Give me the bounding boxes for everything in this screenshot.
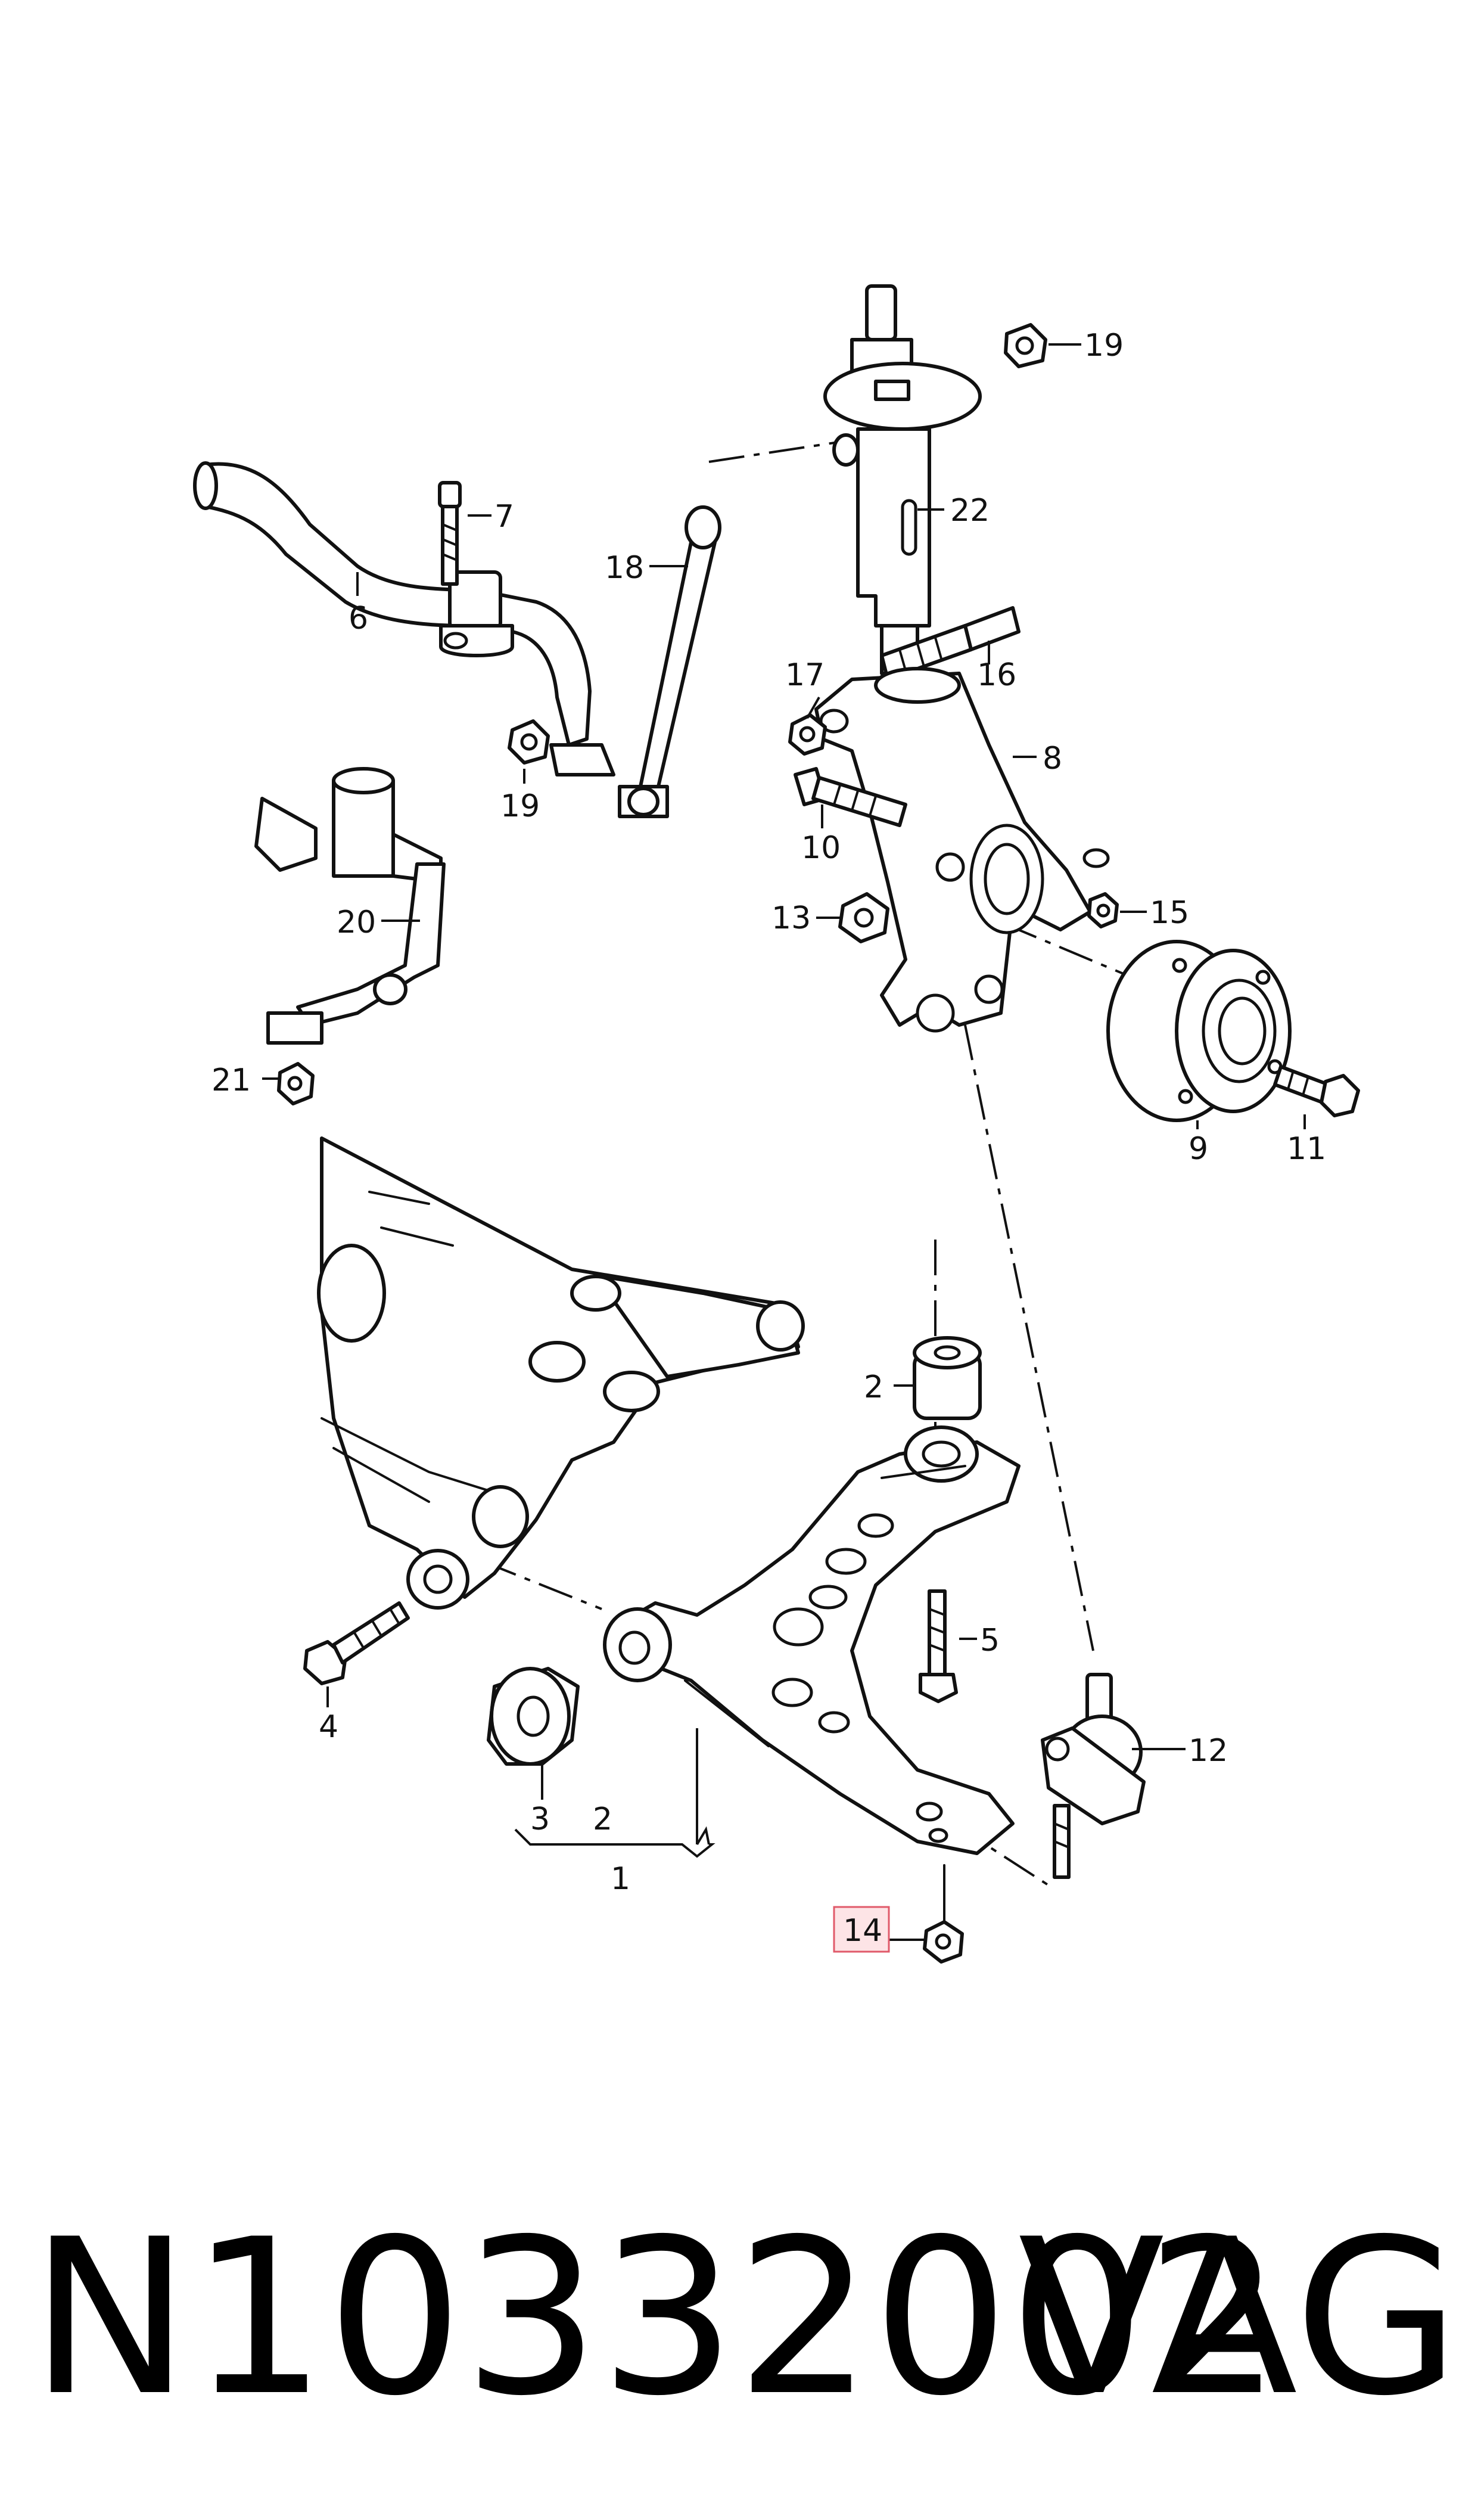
bushing-2-top [913,1336,982,1420]
callout-12: 12 [1189,1733,1228,1769]
callout-19-top: 19 [1084,328,1124,364]
bolt-10 [794,767,907,827]
nut-13 [838,892,889,943]
nut-15 [1087,892,1119,928]
callout-16: 16 [977,657,1016,693]
callout-2-bottom: 2 [593,1801,612,1837]
subframe [317,1136,805,1610]
bolt-7 [438,481,462,586]
callout-6: 6 [349,601,368,636]
callout-10: 10 [801,830,841,866]
callout-labels: 19 7 18 6 22 16 17 8 19 10 13 15 20 21 9… [211,328,1326,1949]
callout-9: 9 [1189,1131,1208,1167]
wheel-bearing-housing [814,667,1110,1033]
callout-15: 15 [1150,895,1189,931]
callout-7: 7 [494,499,514,535]
callout-17: 17 [785,657,825,693]
nut-17 [788,713,827,756]
callout-20: 20 [337,905,376,940]
nut-21 [277,1062,315,1105]
wishbone [603,1425,1021,1855]
suspension-exploded-diagram: 19 7 18 6 22 16 17 8 19 10 13 15 20 21 9… [193,284,1360,1964]
callout-21: 21 [211,1063,251,1098]
callout-8: 8 [1043,741,1062,776]
bolt-4 [303,1601,410,1685]
callout-2-top: 2 [864,1369,883,1405]
brand-name: VAG [1018,2193,1460,2443]
nut-14 [923,1864,964,1964]
part-number: N10332002 [30,2193,1282,2443]
callout-14-highlight [833,1906,890,1953]
callout-22: 22 [950,493,990,529]
bolt-11 [1273,1065,1360,1117]
bolt-5 [919,1589,958,1703]
callout-19-lower: 19 [500,788,540,824]
callout-11: 11 [1287,1131,1326,1167]
ball-joint [1041,1673,1146,1879]
callout-1: 1 [611,1861,630,1897]
callout-4: 4 [319,1709,338,1745]
level-sensor [254,767,446,1045]
leader-lines [262,343,1306,1941]
bushing-3 [487,1667,580,1766]
shock-absorber [823,284,982,675]
wheel-hub [1106,940,1292,1122]
callout-14: 14 [843,1913,882,1949]
callout-13: 13 [771,900,811,936]
nut-19-lower [508,719,550,765]
bolt-16 [880,606,1021,681]
coupling-rod [549,505,721,818]
footer: N10332002 VAG [0,2199,1484,2449]
callout-3: 3 [530,1801,550,1837]
callout-5: 5 [980,1623,1000,1658]
stabilizer-bar [193,461,592,747]
callout-18: 18 [605,550,644,586]
nut-19-top [1004,323,1047,368]
